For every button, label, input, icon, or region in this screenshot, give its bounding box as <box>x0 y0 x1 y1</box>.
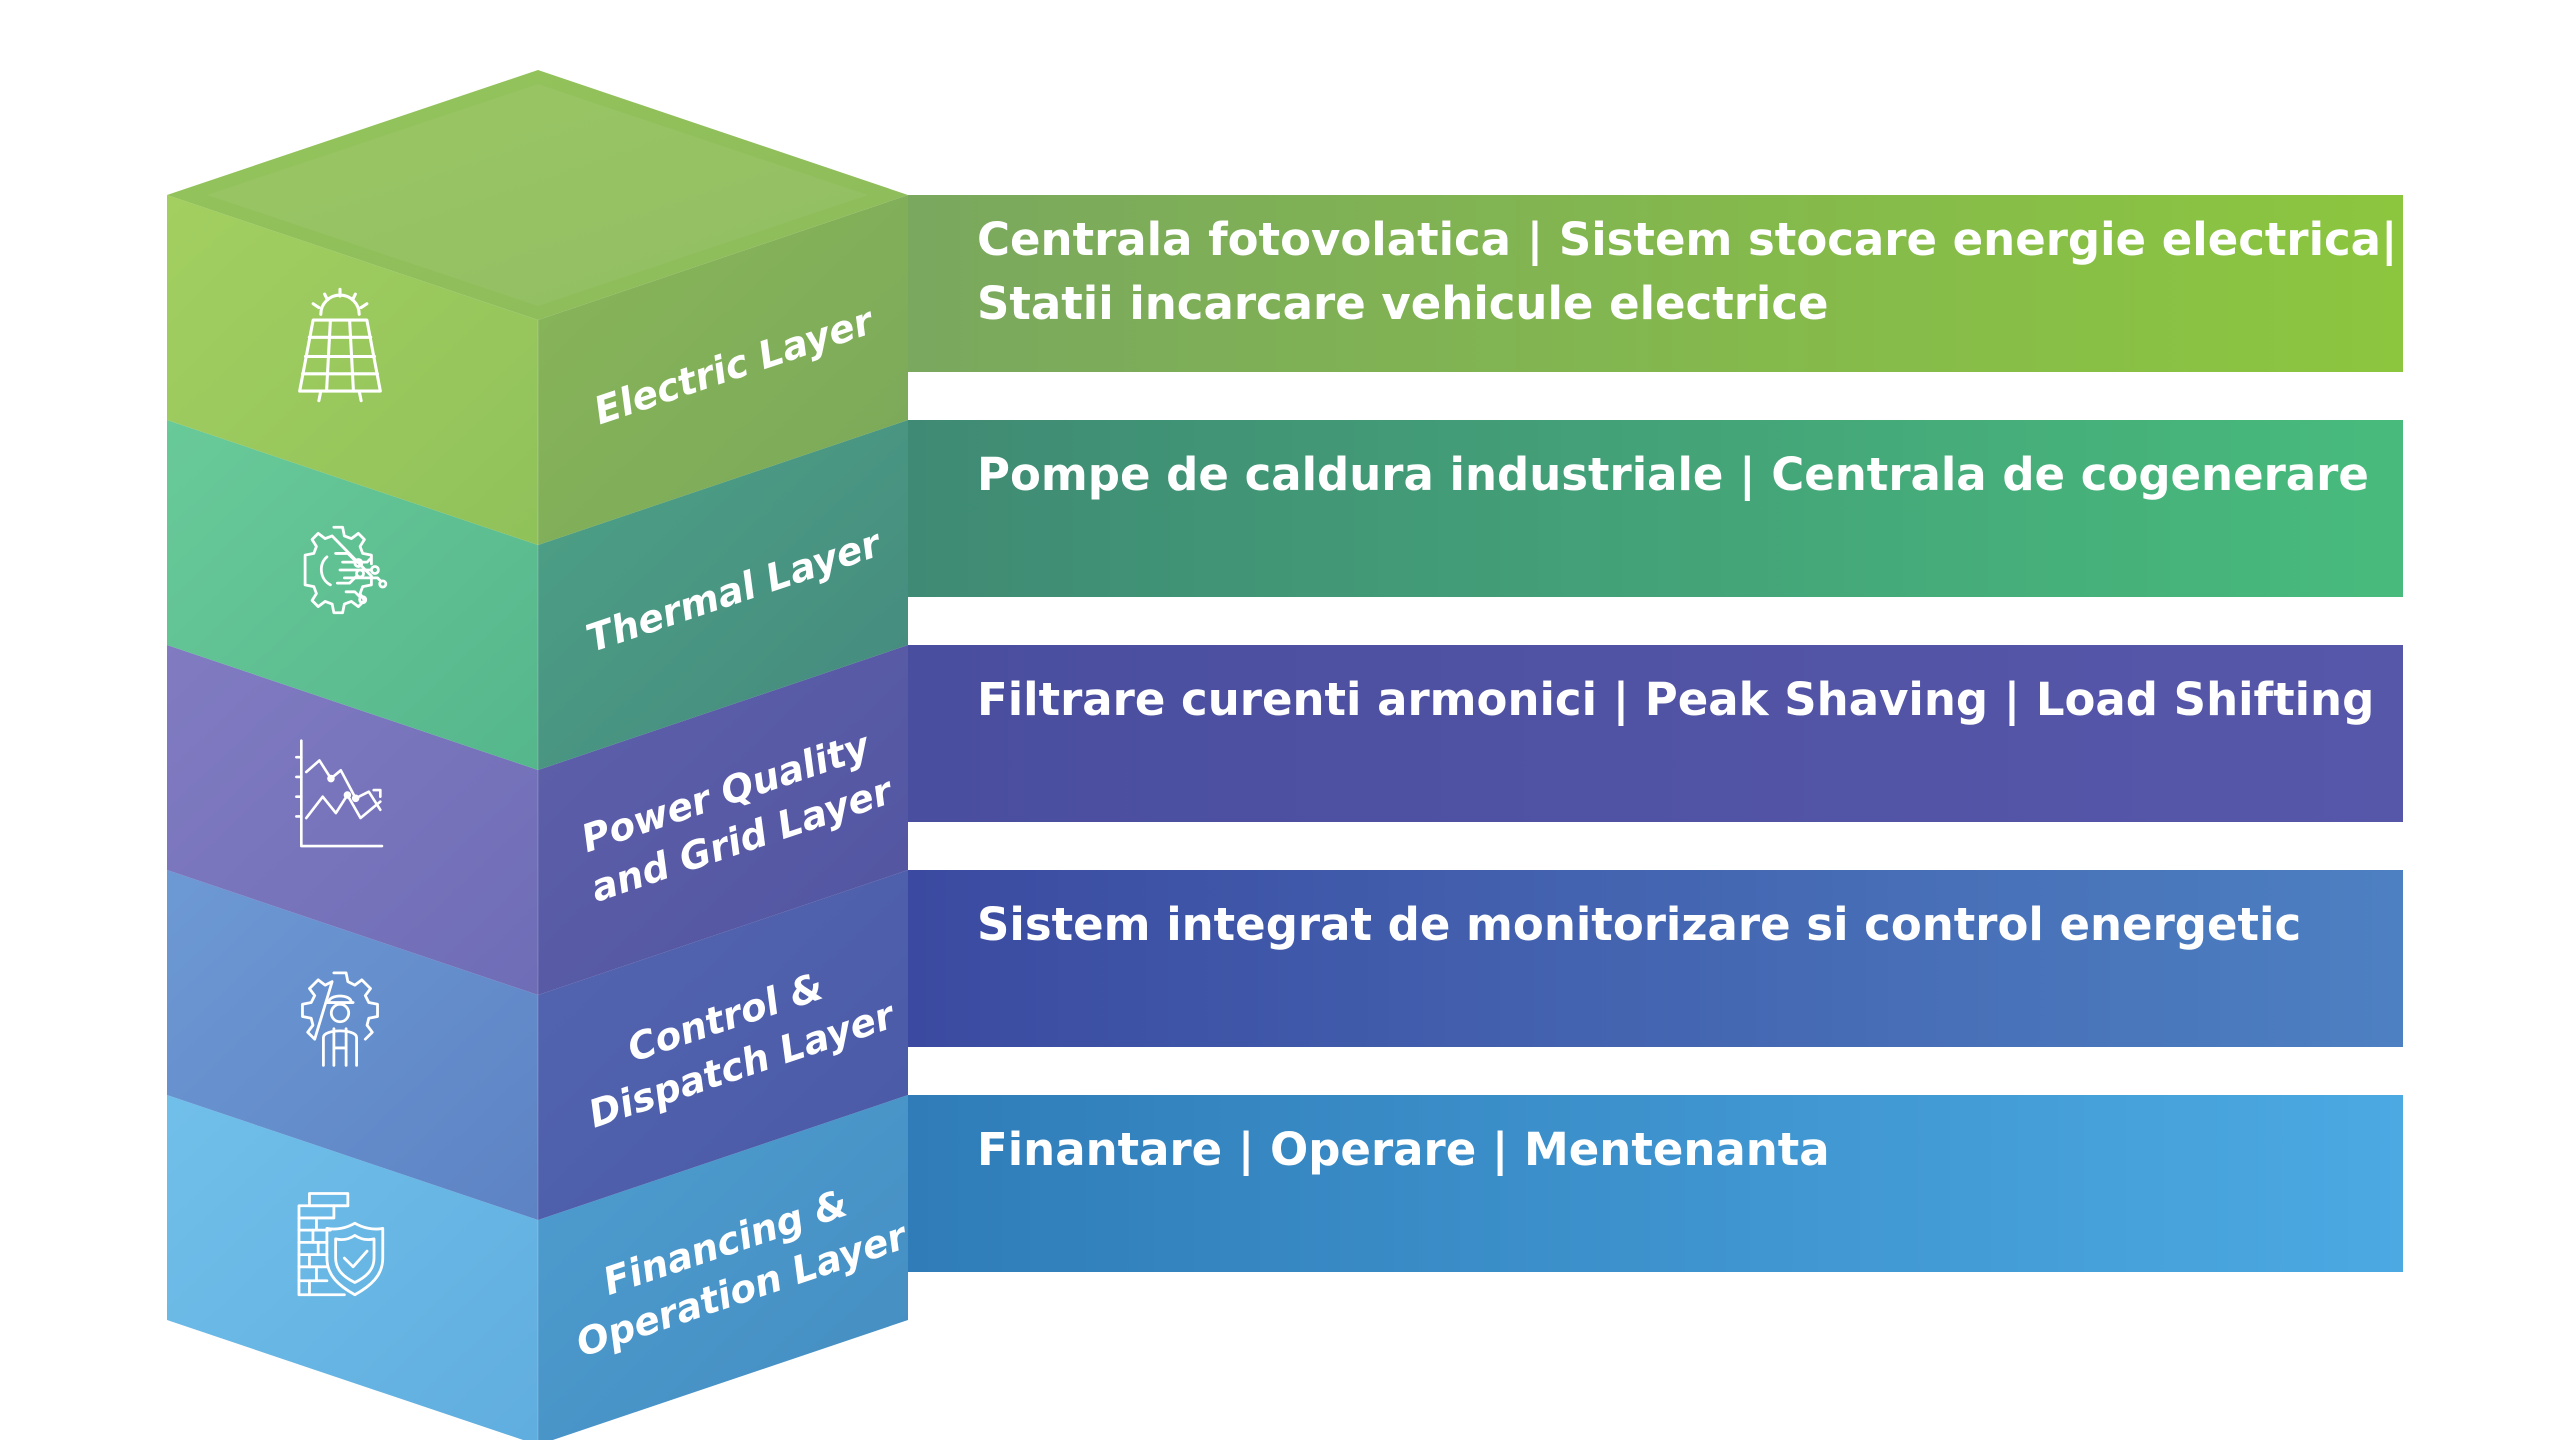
slab-left-face <box>167 645 538 995</box>
slab-left-face <box>167 1095 538 1445</box>
layer-slab-3: Control &Dispatch Layer <box>167 870 908 1220</box>
slab-left-face <box>167 420 538 770</box>
band-background <box>908 1095 2403 1272</box>
slab-right-face <box>538 195 908 545</box>
layer-band-3: Sistem integrat de monitorizare si contr… <box>908 870 2403 1047</box>
layer-description-line: Sistem integrat de monitorizare si contr… <box>977 898 2301 951</box>
layer-description-line: Pompe de caldura industriale | Centrala … <box>977 448 2369 501</box>
slab-right-face <box>538 870 908 1220</box>
band-background <box>908 420 2403 597</box>
slab-right-face <box>538 1095 908 1445</box>
layer-slab-4: Financing &Operation Layer <box>167 1095 914 1445</box>
slab-left-face <box>167 870 538 1220</box>
prism-top-face <box>167 70 908 320</box>
layer-band-1: Pompe de caldura industriale | Centrala … <box>908 420 2403 597</box>
band-background <box>908 195 2403 372</box>
layer-band-4: Finantare | Operare | Mentenanta <box>908 1095 2403 1272</box>
layer-band-0: Centrala fotovolatica | Sistem stocare e… <box>908 195 2403 372</box>
layer-description-line: Filtrare curenti armonici | Peak Shaving… <box>977 673 2374 726</box>
slab-right-face <box>538 645 908 995</box>
layer-slab-1: Thermal Layer <box>167 420 908 770</box>
layer-band-2: Filtrare curenti armonici | Peak Shaving… <box>908 645 2403 822</box>
band-background <box>908 870 2403 1047</box>
slab-right-face <box>538 420 908 770</box>
band-background <box>908 645 2403 822</box>
description-bands: Centrala fotovolatica | Sistem stocare e… <box>908 195 2403 1272</box>
layer-description-line: Statii incarcare vehicule electrice <box>977 277 1829 330</box>
layer-description-line: Centrala fotovolatica | Sistem stocare e… <box>977 213 2398 266</box>
prism-top-highlight <box>207 84 868 306</box>
layer-description-line: Finantare | Operare | Mentenanta <box>977 1123 1830 1176</box>
layer-slab-0: Electric Layer <box>167 195 908 545</box>
